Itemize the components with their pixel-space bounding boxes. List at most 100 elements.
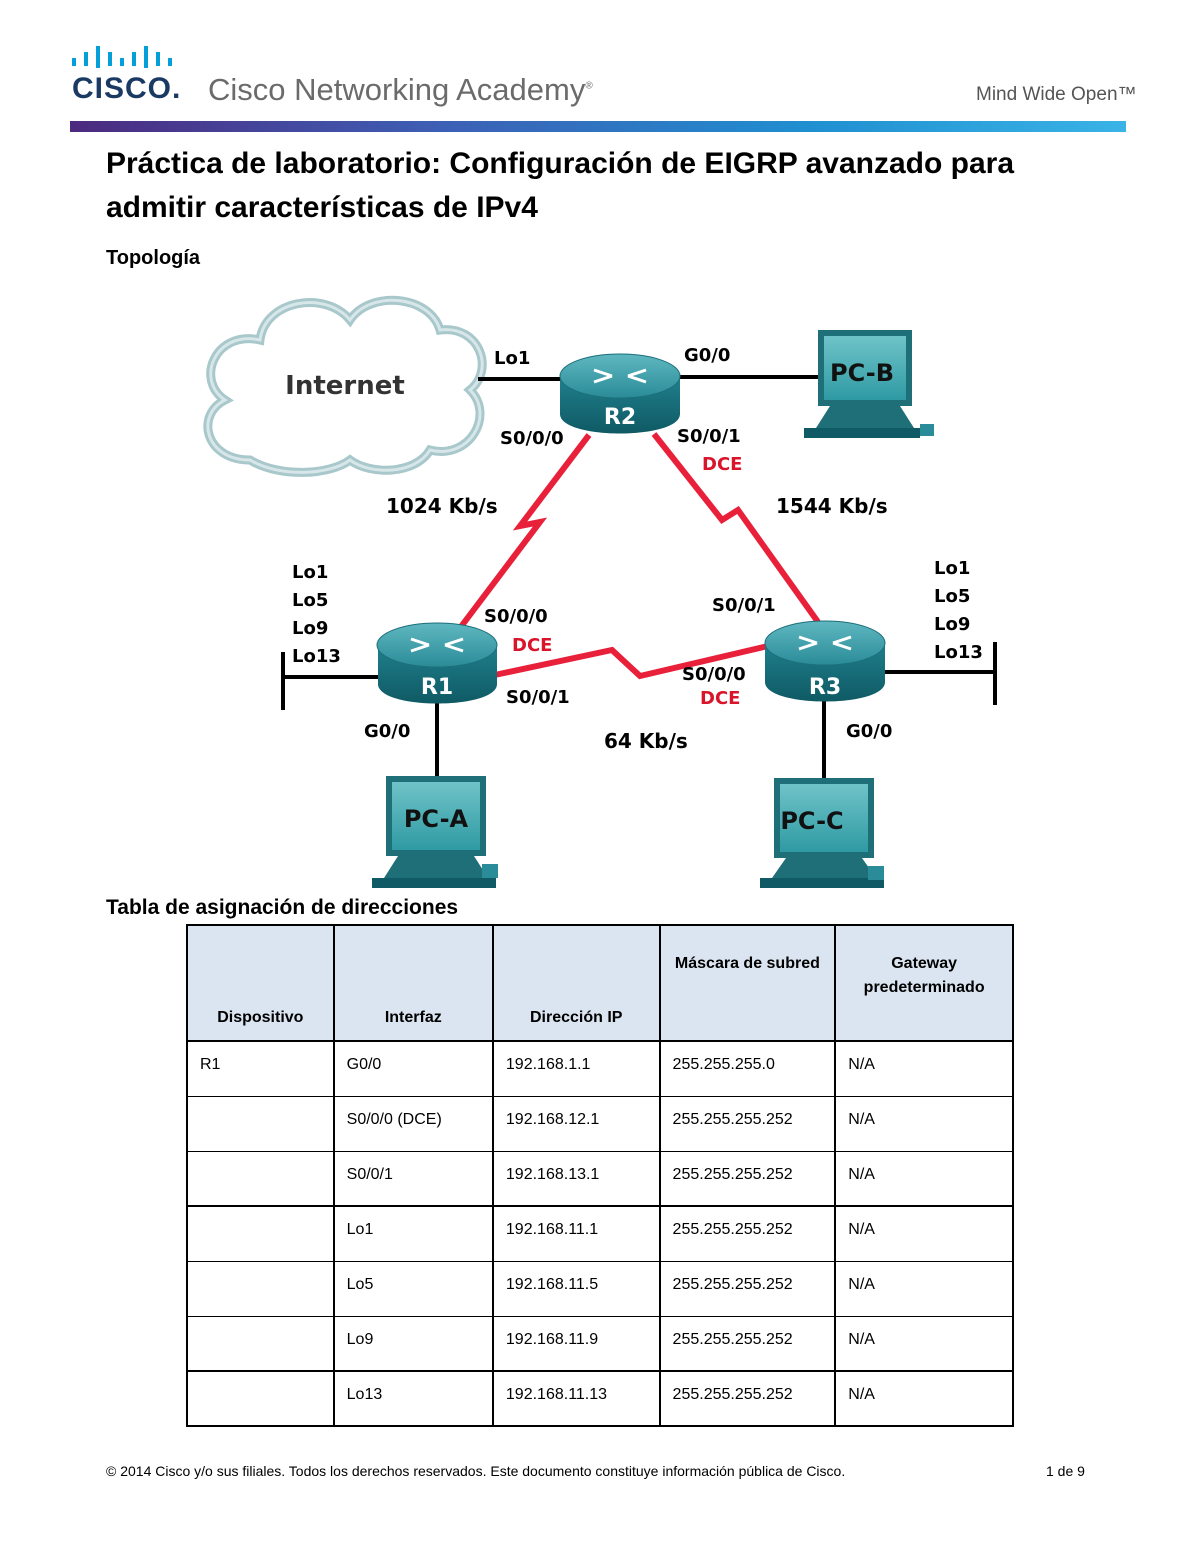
pc-a-label: PC-A	[404, 805, 469, 833]
table-row: S0/0/1 192.168.13.1 255.255.255.252 N/A	[186, 1150, 1014, 1207]
table-header-row: Dispositivo Interfaz Dirección IP Máscar…	[186, 924, 1014, 1042]
r3-g00-label: G0/0	[846, 721, 892, 742]
link-r1-r2-speed: 1024 Kb/s	[386, 494, 498, 518]
link-r1-r3-speed: 64 Kb/s	[604, 729, 688, 753]
r1-loopback-9: Lo9	[292, 618, 328, 639]
ethernet-links	[281, 375, 997, 778]
table-row: Lo1 192.168.11.1 255.255.255.252 N/A	[186, 1205, 1014, 1262]
r2-s001-label: S0/0/1	[677, 426, 741, 447]
header-device: Dispositivo	[186, 924, 335, 1042]
cell-mask: 255.255.255.252	[658, 1095, 837, 1152]
cell-device	[186, 1315, 335, 1372]
router-r1-label: R1	[421, 675, 453, 700]
cell-ip: 192.168.11.9	[491, 1315, 661, 1372]
r3-loopback-13: Lo13	[934, 642, 983, 663]
cell-gateway: N/A	[834, 1095, 1014, 1152]
cell-interface: G0/0	[332, 1040, 494, 1097]
document-title: Práctica de laboratorio: Configuración d…	[106, 147, 1014, 224]
cell-gateway: N/A	[834, 1260, 1014, 1317]
internet-cloud: Internet	[203, 295, 487, 477]
academy-title: Cisco Networking Academy®	[208, 72, 593, 107]
link-r2-r3-speed: 1544 Kb/s	[776, 494, 888, 518]
cell-ip: 192.168.11.1	[491, 1205, 661, 1262]
cell-device	[186, 1370, 335, 1427]
header-mask: Máscara de subred	[658, 924, 837, 1042]
cell-gateway: N/A	[834, 1370, 1014, 1427]
cell-mask: 255.255.255.252	[658, 1315, 837, 1372]
r1-dce-label: DCE	[512, 635, 552, 656]
router-r3-icon: R3	[764, 620, 886, 702]
table-row: Lo5 192.168.11.5 255.255.255.252 N/A	[186, 1260, 1014, 1317]
topology-heading: Topología	[106, 247, 201, 269]
cell-interface: Lo1	[332, 1205, 494, 1262]
cell-mask: 255.255.255.252	[658, 1370, 837, 1427]
r1-loopback-5: Lo5	[292, 590, 328, 611]
table-row: Lo13 192.168.11.13 255.255.255.252 N/A	[186, 1370, 1014, 1427]
header-gateway: Gateway predeterminado	[834, 924, 1014, 1042]
serial-r1-r2	[457, 433, 592, 630]
pc-c-icon: PC-C	[760, 778, 884, 888]
table-row: S0/0/0 (DCE) 192.168.12.1 255.255.255.25…	[186, 1095, 1014, 1152]
cell-device	[186, 1260, 335, 1317]
cisco-logo-bars-icon	[72, 46, 172, 68]
r1-loopback-1: Lo1	[292, 562, 328, 583]
addressing-table: Dispositivo Interfaz Dirección IP Máscar…	[186, 924, 1014, 1427]
pc-b-icon: PC-B	[804, 330, 934, 438]
cell-device: R1	[186, 1040, 335, 1097]
cell-device	[186, 1205, 335, 1262]
header-divider	[70, 121, 1126, 132]
cell-gateway: N/A	[834, 1205, 1014, 1262]
pc-a-icon: PC-A	[372, 776, 498, 888]
topology-diagram: Internet R2 R1	[203, 295, 997, 888]
router-r2-icon: R2	[559, 353, 681, 434]
cell-mask: 255.255.255.252	[658, 1260, 837, 1317]
r2-lo1-label: Lo1	[494, 348, 530, 369]
r3-loopback-5: Lo5	[934, 586, 970, 607]
r2-g00-label: G0/0	[684, 345, 730, 366]
serial-links	[457, 432, 821, 680]
serial-r1-r3	[489, 643, 769, 680]
r1-g00-label: G0/0	[364, 721, 410, 742]
r1-loopback-13: Lo13	[292, 646, 341, 667]
r1-s000-label: S0/0/0	[484, 606, 548, 627]
r3-s001-label: S0/0/1	[712, 595, 776, 616]
cell-gateway: N/A	[834, 1315, 1014, 1372]
router-r1-icon: R1	[376, 622, 498, 704]
r2-dce-label: DCE	[702, 454, 742, 475]
cell-gateway: N/A	[834, 1040, 1014, 1097]
page-number: 1 de 9	[1046, 1463, 1085, 1479]
r1-s001-label: S0/0/1	[506, 687, 570, 708]
pc-b-label: PC-B	[830, 359, 894, 387]
header-interface: Interfaz	[332, 924, 494, 1042]
tagline: Mind Wide Open™	[976, 84, 1137, 105]
r3-loopback-1: Lo1	[934, 558, 970, 579]
cell-mask: 255.255.255.252	[658, 1205, 837, 1262]
cell-gateway: N/A	[834, 1150, 1014, 1207]
r3-s000-label: S0/0/0	[682, 664, 746, 685]
cell-interface: S0/0/1	[332, 1150, 494, 1207]
cloud-label: Internet	[285, 371, 405, 401]
cell-interface: Lo5	[332, 1260, 494, 1317]
r2-s000-label: S0/0/0	[500, 428, 564, 449]
table-heading: Tabla de asignación de direcciones	[106, 896, 459, 919]
header-ip: Dirección IP	[491, 924, 661, 1042]
r3-loopback-9: Lo9	[934, 614, 970, 635]
table-row: R1 G0/0 192.168.1.1 255.255.255.0 N/A	[186, 1040, 1014, 1097]
cell-device	[186, 1150, 335, 1207]
cell-mask: 255.255.255.252	[658, 1150, 837, 1207]
pc-c-label: PC-C	[780, 807, 843, 835]
cell-mask: 255.255.255.0	[658, 1040, 837, 1097]
cell-ip: 192.168.11.13	[491, 1370, 661, 1427]
cell-ip: 192.168.13.1	[491, 1150, 661, 1207]
cell-interface: S0/0/0 (DCE)	[332, 1095, 494, 1152]
cell-interface: Lo9	[332, 1315, 494, 1372]
cell-interface: Lo13	[332, 1370, 494, 1427]
table-row: Lo9 192.168.11.9 255.255.255.252 N/A	[186, 1315, 1014, 1372]
cell-ip: 192.168.1.1	[491, 1040, 661, 1097]
r3-dce-label: DCE	[700, 688, 740, 709]
cisco-wordmark: CISCO.	[72, 72, 182, 105]
cell-ip: 192.168.12.1	[491, 1095, 661, 1152]
serial-r2-r3	[651, 432, 821, 624]
footer-copyright: © 2014 Cisco y/o sus filiales. Todos los…	[106, 1463, 846, 1479]
cell-device	[186, 1095, 335, 1152]
